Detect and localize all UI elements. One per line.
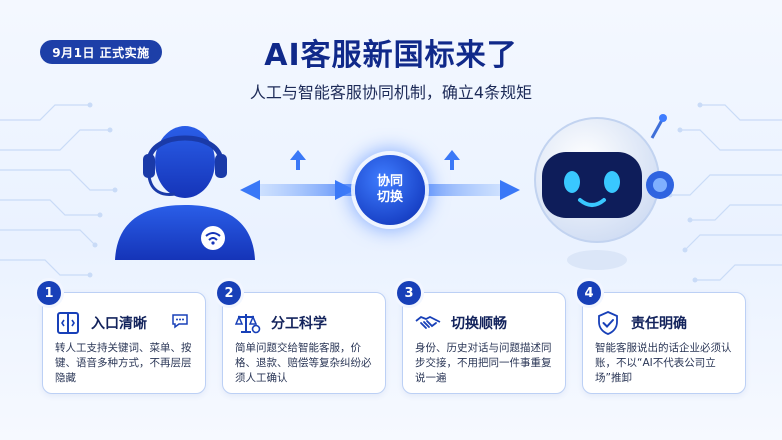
card-text-2: 简单问题交给智能客服，价格、退款、赔偿等复杂纠纷必须人工确认: [235, 342, 372, 384]
card-text-3: 身份、历史对话与问题描述同步交接，不用把同一件事重复说一遍: [415, 342, 552, 384]
card-title-1: 入口清晰: [91, 316, 147, 332]
ai-robot-icon: [534, 114, 674, 270]
card-number-3: 3: [397, 281, 421, 305]
card-number-1: 1: [37, 281, 61, 305]
card-text-4: 智能客服说出的话企业必须认账，不以“AI不代表公司立场”推卸: [595, 342, 732, 384]
chat-bubble-icon: [172, 314, 188, 329]
card-title-4: 责任明确: [631, 316, 687, 332]
rule-card-2: 2 分工科学 简单问题交给智能客服，价格、退款、赔偿等复杂纠纷必须人工确认: [217, 281, 386, 394]
page-title: AI客服新国标来了: [264, 38, 518, 73]
human-agent-icon: [115, 126, 255, 260]
effective-date-badge: 9月1日 正式实施: [40, 40, 162, 64]
door-icon: [57, 312, 79, 334]
scale-gear-icon: [235, 314, 261, 334]
card-number-2: 2: [217, 281, 241, 305]
handshake-icon: [415, 315, 441, 329]
rule-card-3: 3 切换顺畅 身份、历史对话与问题描述同步交接，不用把同一件事重复说一遍: [397, 281, 566, 394]
card-title-3: 切换顺畅: [451, 316, 507, 332]
rule-card-4: 4 责任明确 智能客服说出的话企业必须认账，不以“AI不代表公司立场”推卸: [577, 281, 746, 394]
shield-check-icon: [598, 311, 618, 335]
hub-label-1: 协同: [376, 174, 403, 189]
card-title-2: 分工科学: [271, 316, 327, 332]
hub-label-2: 切换: [376, 190, 403, 205]
card-text-1: 转人工支持关键词、菜单、按键、语音多种方式，不再层层隐藏: [55, 342, 192, 384]
card-number-4: 4: [577, 281, 601, 305]
collaboration-switch-hub: 协同 切换: [355, 155, 425, 225]
page-subtitle: 人工与智能客服协同机制，确立4条规矩: [249, 83, 533, 102]
rule-card-1: 1 入口清晰 转人工支持关键词、菜单、按键、语音多种方式，不再层层隐藏: [37, 281, 206, 394]
rules-card-list: 1 入口清晰 转人工支持关键词、菜单、按键、语音多种方式，不再层层隐藏 2 分工…: [37, 281, 746, 396]
